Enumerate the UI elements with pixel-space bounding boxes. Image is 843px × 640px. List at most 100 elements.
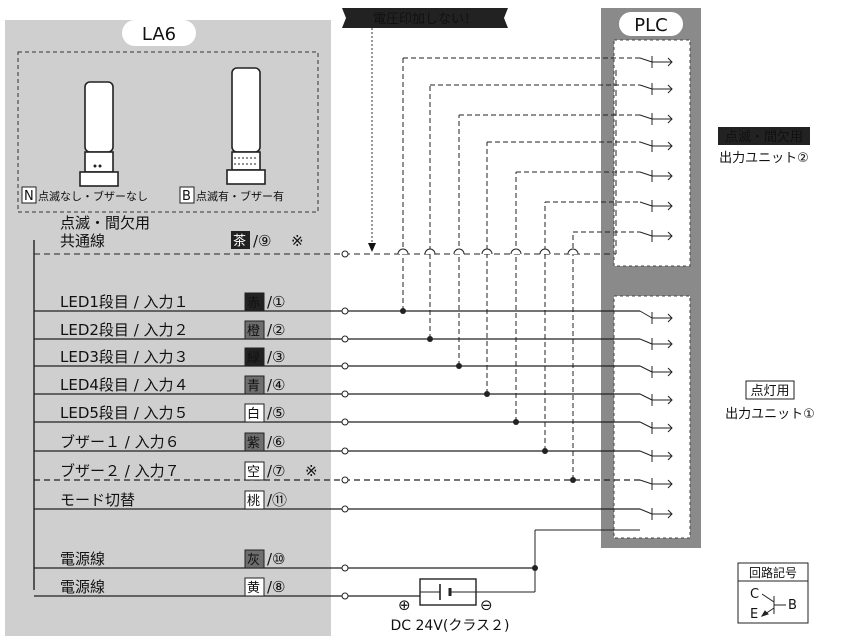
legend-b: B <box>788 598 797 613</box>
power-2-terminal <box>341 592 349 600</box>
wire-4-pin: /④ <box>267 376 286 394</box>
unit-1-title: 点灯用 <box>750 384 789 399</box>
unit-2-title-bg <box>718 127 810 145</box>
drop-node-1 <box>400 308 406 314</box>
common-line-color: 茶 <box>233 233 246 249</box>
supply-label: DC 24V(クラス２) <box>390 618 509 634</box>
wire-6-pin: /⑥ <box>267 433 286 451</box>
drop-node-4 <box>484 391 490 397</box>
wire-8-label: モード切替 <box>60 491 135 509</box>
lamp-n-icon <box>79 81 119 187</box>
lamp-b-icon <box>226 67 266 185</box>
common-line-color-tag <box>231 231 250 249</box>
drop-node-7 <box>570 477 576 483</box>
wire-6-terminal <box>341 447 349 455</box>
la6-panel <box>5 20 331 636</box>
power-1-color: 灰 <box>247 553 260 568</box>
n-variant-text: 点滅なし・ブザーなし <box>38 189 148 203</box>
la6-title: LA6 <box>142 24 176 45</box>
drop-node-5 <box>513 419 519 425</box>
drop-node-2 <box>427 336 433 342</box>
wire-1-pin: /① <box>267 293 286 311</box>
plc-title: PLC <box>634 15 667 36</box>
plc-title-pill <box>619 12 683 36</box>
power-1-pin: /⑩ <box>267 550 286 568</box>
la6-title-pill <box>122 20 196 46</box>
wire-4-terminal <box>341 390 349 398</box>
transistor-out1-6 <box>639 450 673 462</box>
wire-7-note: ※ <box>305 462 318 480</box>
transistor-out1-2 <box>639 338 673 350</box>
transistor-out2-3 <box>639 113 673 125</box>
wire-3-terminal <box>341 362 349 370</box>
transistor-out2-6 <box>639 200 673 212</box>
wire-1-tag <box>244 292 265 312</box>
unit-1-title-box <box>745 380 795 400</box>
wire-2-color: 橙 <box>247 324 260 339</box>
wire-8-color: 桃 <box>247 494 260 509</box>
n-code-box <box>21 186 37 204</box>
transistor-out1-5 <box>639 421 673 434</box>
transistor-out1-8 <box>639 508 673 520</box>
wire-7-terminal <box>341 476 349 484</box>
transistor-out1-4 <box>639 393 673 406</box>
n-code: N <box>24 189 34 204</box>
crossover-6 <box>539 248 551 255</box>
wire-5-pin: /⑤ <box>267 404 286 422</box>
wire-1-label: LED1段目 / 入力１ <box>60 293 189 311</box>
common-line-terminal <box>341 250 349 258</box>
wire-4-color: 青 <box>247 379 260 394</box>
warning-flag <box>342 8 508 28</box>
wire-7-label: ブザー２ / 入力７ <box>60 462 180 480</box>
wire-6-tag <box>244 432 265 452</box>
unit-2-subtitle: 出力ユニット② <box>719 151 809 166</box>
b-variant-text: 点滅有・ブザー有 <box>196 189 284 203</box>
transistor-icon <box>760 593 786 617</box>
wire-7-color: 空 <box>247 465 260 480</box>
output-unit-2-box <box>613 39 691 267</box>
wire-3-tag <box>244 347 265 367</box>
wire-2-pin: /② <box>267 321 286 339</box>
wire-4-tag <box>244 375 265 395</box>
wire-5-label: LED5段目 / 入力５ <box>60 404 189 422</box>
wire-1-terminal <box>341 307 349 315</box>
crossover-4 <box>481 248 493 255</box>
legend-box <box>737 562 809 624</box>
legend-e: E <box>750 607 758 622</box>
transistor-out1-7 <box>639 478 673 490</box>
wire-3-color: 緑 <box>247 351 260 366</box>
wire-3-label: LED3段目 / 入力３ <box>60 348 189 366</box>
wire-7-tag <box>244 461 265 481</box>
b-code-box <box>179 186 195 204</box>
unit-1-subtitle: 出力ユニット① <box>725 407 815 422</box>
supply-minus: ⊖ <box>480 596 493 614</box>
wire-7-pin: /⑦ <box>267 462 286 480</box>
crossover-1 <box>397 248 409 255</box>
transistor-out1-3 <box>639 365 673 378</box>
transistor-out2-7 <box>639 230 673 242</box>
battery-symbol <box>419 578 477 606</box>
crossover-2 <box>424 248 436 255</box>
wire-8-terminal <box>341 505 349 513</box>
legend-title: 回路記号 <box>749 565 797 580</box>
transistor-out2-1 <box>639 56 673 68</box>
crossover-7 <box>567 248 579 255</box>
output-unit-1-box <box>613 295 691 539</box>
wire-5-color: 白 <box>247 406 260 422</box>
warning-text: 電圧印加しない！ <box>373 12 477 27</box>
wire-1-color: 赤 <box>247 296 260 311</box>
power-1-label: 電源線 <box>60 550 105 568</box>
common-line-label-2: 共通線 <box>60 232 105 250</box>
power-2-pin: /⑧ <box>267 578 286 596</box>
b-code: B <box>182 189 191 204</box>
power-2-tag <box>244 577 265 597</box>
common-line-pin: /⑨ <box>253 232 272 250</box>
wire-3-pin: /③ <box>267 348 286 366</box>
lamp-variant-box <box>17 51 319 213</box>
transistor-out2-2 <box>639 83 673 95</box>
power-2-color: 黄 <box>247 581 260 596</box>
wire-2-tag <box>244 320 265 340</box>
wire-6-label: ブザー１ / 入力６ <box>60 433 180 451</box>
